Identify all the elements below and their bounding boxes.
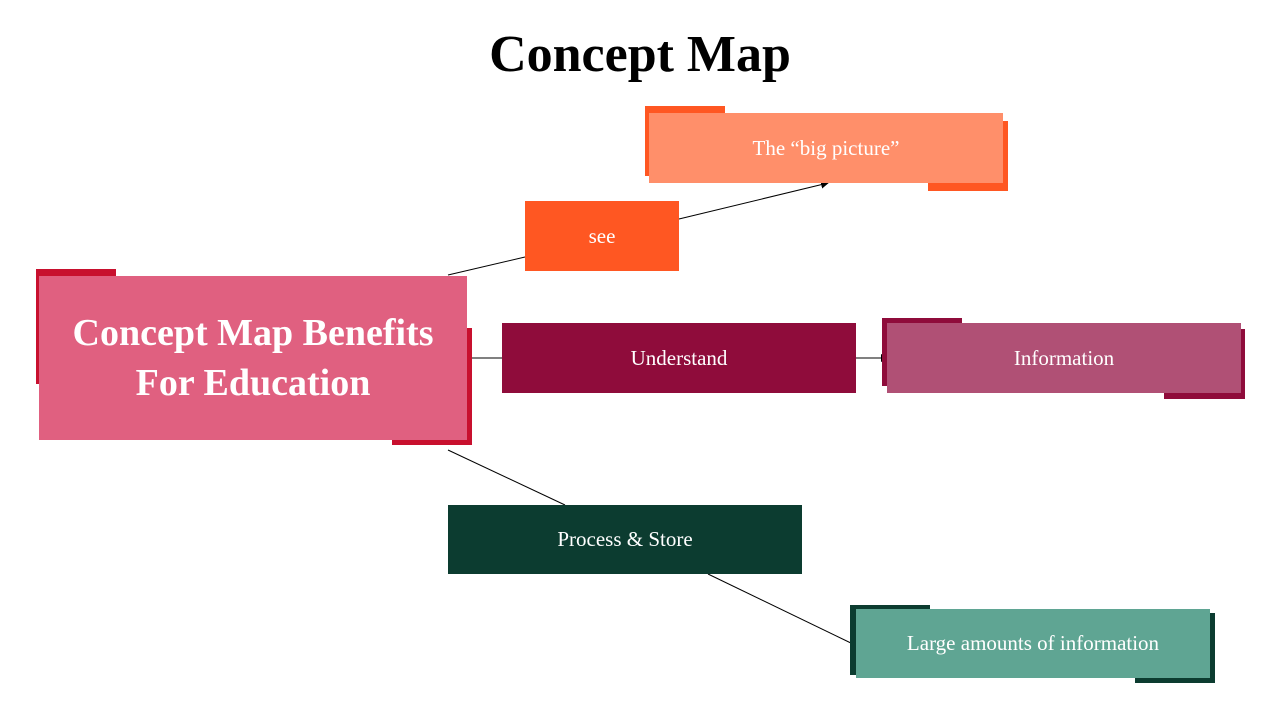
understand-label: Understand	[630, 345, 728, 370]
understand-node: Understand	[502, 323, 856, 393]
see-label: see	[588, 223, 616, 248]
information-label: Information	[1013, 345, 1115, 370]
main-concept-line1: Concept Map Benefits	[72, 312, 434, 354]
page-title: Concept Map	[489, 26, 791, 83]
large-amounts-label: Large amounts of information	[906, 631, 1160, 655]
see-node: see	[525, 201, 679, 271]
connector-process-to-large-amounts	[707, 573, 856, 646]
big-picture-node: The “big picture”	[649, 113, 1003, 183]
process-store-node: Process & Store	[448, 505, 802, 574]
process-store-label: Process & Store	[557, 527, 693, 551]
main-concept-line2: For Education	[135, 362, 371, 404]
connector-main-to-process	[447, 449, 566, 506]
main-concept-node: Concept Map Benefits For Education	[39, 276, 467, 440]
connector-main-to-see	[447, 256, 526, 276]
information-node: Information	[887, 323, 1241, 393]
large-amounts-node: Large amounts of information	[856, 609, 1210, 678]
big-picture-label: The “big picture”	[752, 135, 900, 160]
connector-see-to-big-picture	[678, 180, 829, 220]
